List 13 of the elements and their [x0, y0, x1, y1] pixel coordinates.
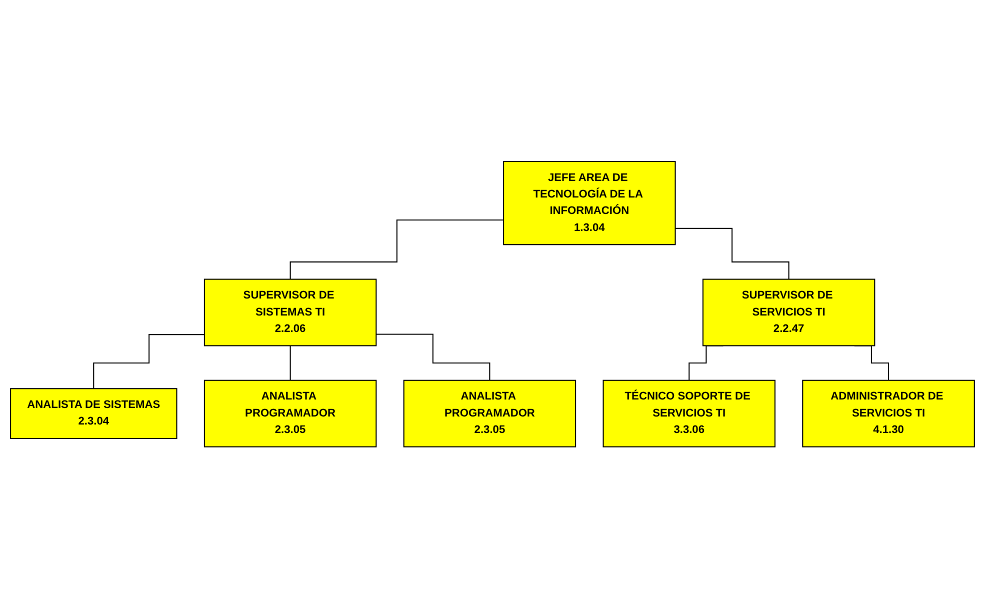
- node-box: SUPERVISOR DE SISTEMAS TI 2.2.06: [204, 278, 377, 346]
- connector: [290, 345, 291, 381]
- connector: [675, 228, 790, 280]
- node-box: ANALISTA PROGRAMADOR 2.3.05: [403, 380, 576, 448]
- connector: [290, 219, 504, 280]
- node-box: JEFE AREA DE TECNOLOGÍA DE LA INFORMACIÓN 1.3.04: [503, 160, 676, 245]
- node-box: ADMINISTRADOR DE SERVICIOS TI 4.1.30: [802, 380, 975, 448]
- connector: [93, 334, 204, 389]
- node-box: TÉCNICO SOPORTE DE SERVICIOS TI 3.3.06: [602, 380, 776, 448]
- node-box: SUPERVISOR DE SERVICIOS TI 2.2.47: [702, 278, 876, 346]
- node-box: ANALISTA DE SISTEMAS 2.3.04: [10, 388, 178, 439]
- connector: [376, 334, 490, 381]
- node-box: ANALISTA PROGRAMADOR 2.3.05: [204, 380, 377, 448]
